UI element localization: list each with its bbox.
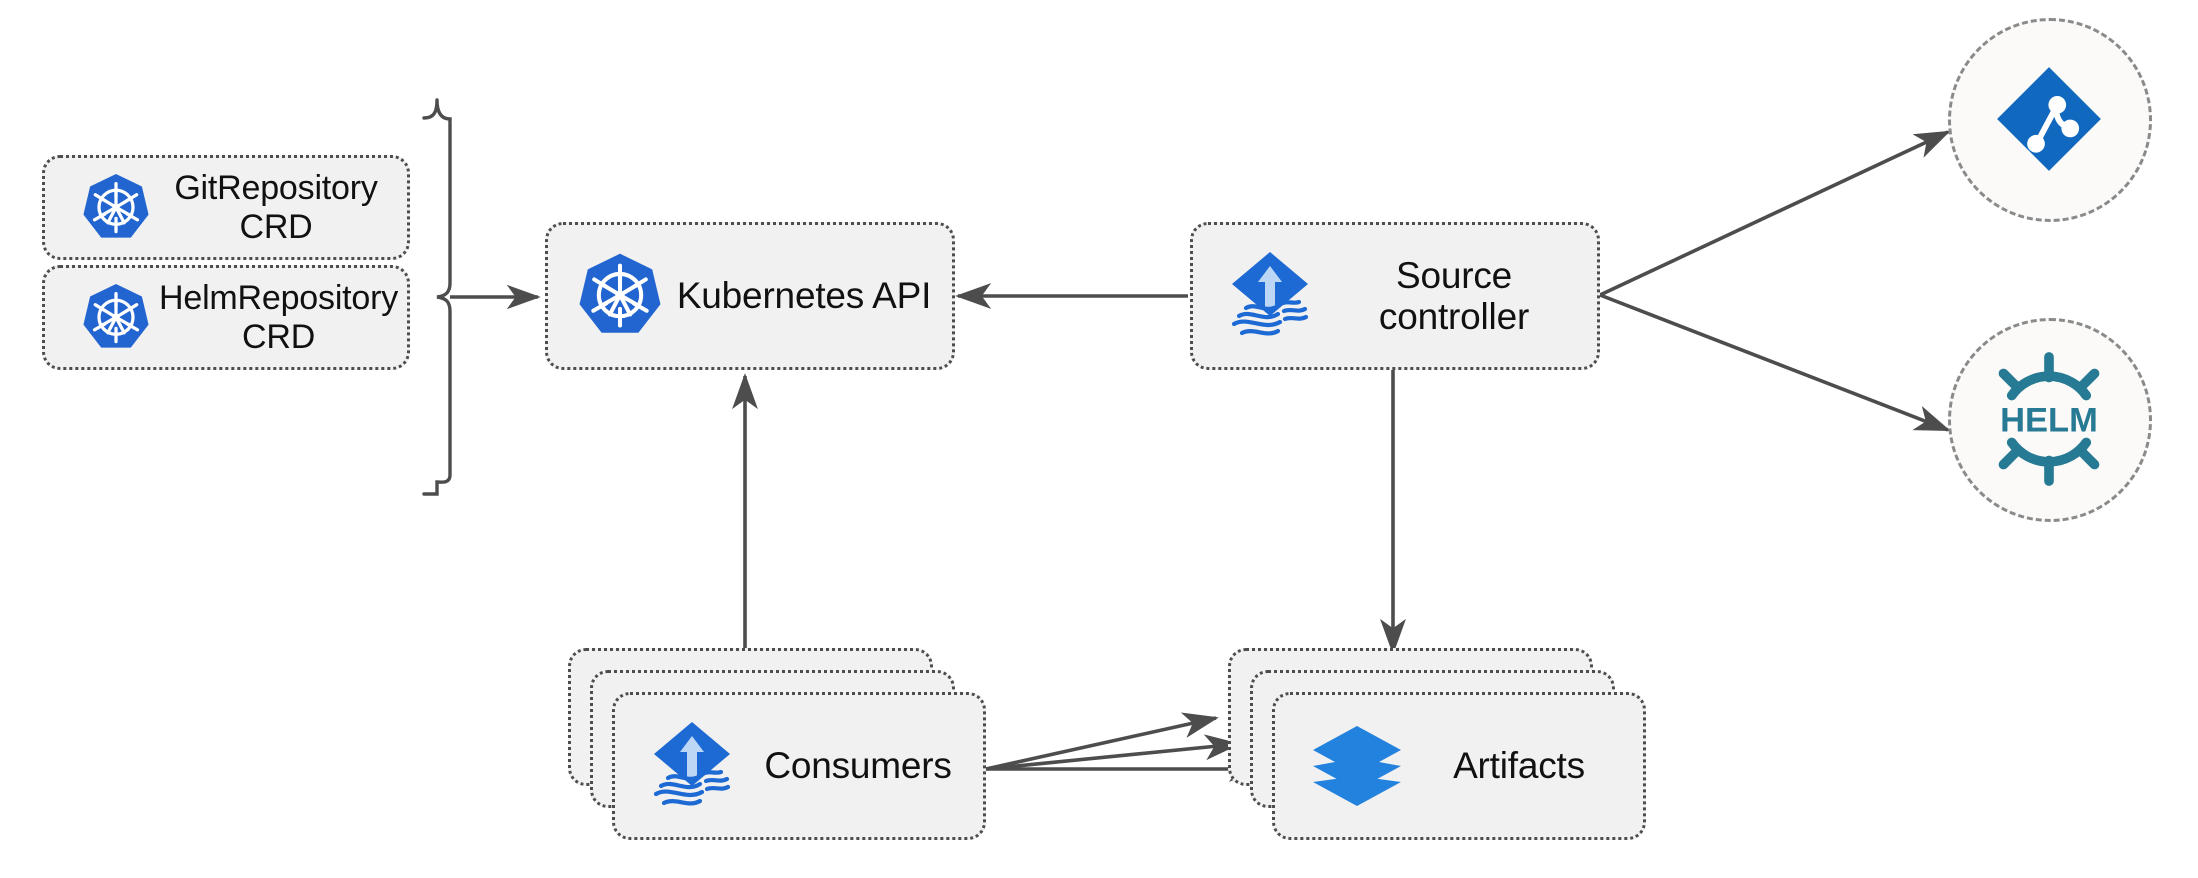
node-git-source[interactable] xyxy=(1948,18,2152,222)
kubernetes-icon xyxy=(73,275,159,361)
node-label: Consumers xyxy=(764,745,952,787)
flux-icon xyxy=(1215,241,1325,351)
node-label: Artifacts xyxy=(1453,745,1585,787)
node-helmrepository-crd[interactable]: HelmRepository CRD xyxy=(42,265,410,370)
node-kubernetes-api[interactable]: Kubernetes API xyxy=(545,222,955,370)
node-label: Kubernetes API xyxy=(676,275,932,317)
node-label: GitRepository CRD xyxy=(174,169,378,246)
node-label: Source controller xyxy=(1378,254,1530,337)
helm-wordmark: HELM xyxy=(2000,401,2098,439)
crd-group-brace xyxy=(422,98,452,496)
edge-source-controller-to-helm xyxy=(1599,293,1951,432)
node-label: HelmRepository CRD xyxy=(159,279,399,356)
node-helm-source[interactable]: HELM HELM xyxy=(1948,318,2152,522)
layers-icon xyxy=(1305,714,1409,818)
flux-icon xyxy=(637,711,747,821)
kubernetes-icon xyxy=(570,246,670,346)
edge-consumers-to-artifacts-2 xyxy=(985,734,1241,771)
edge-source-controller-to-git xyxy=(1599,130,1951,297)
helm-icon: HELM HELM xyxy=(1980,350,2120,490)
node-artifacts[interactable]: Artifacts xyxy=(1272,692,1646,840)
kubernetes-icon xyxy=(73,165,159,251)
edge-consumers-to-artifacts-1 xyxy=(985,712,1219,771)
git-icon xyxy=(1990,60,2110,180)
node-source-controller[interactable]: Source controller xyxy=(1190,222,1600,370)
node-gitrepository-crd[interactable]: GitRepository CRD xyxy=(42,155,410,260)
node-consumers[interactable]: Consumers xyxy=(612,692,986,840)
